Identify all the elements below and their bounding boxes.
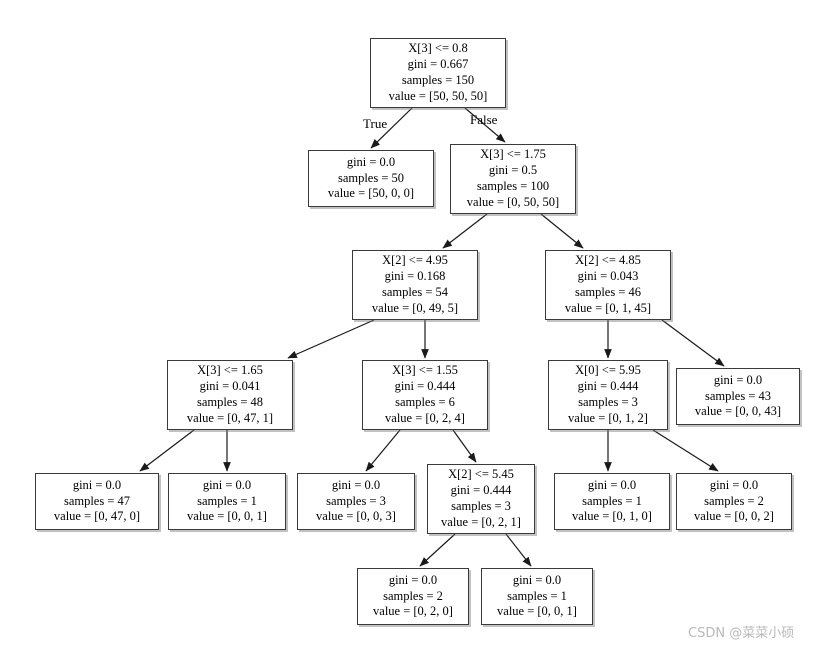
branch-label-false: False xyxy=(470,112,498,127)
node-line: X[2] <= 4.95 xyxy=(382,253,448,268)
node-line: samples = 1 xyxy=(507,588,567,603)
node-line: value = [0, 2, 1] xyxy=(441,514,521,529)
node-line: X[3] <= 1.75 xyxy=(480,147,546,162)
node-line: gini = 0.444 xyxy=(577,379,639,394)
node-line: value = [0, 50, 50] xyxy=(466,194,560,209)
node-line: value = [0, 0, 43] xyxy=(694,404,782,419)
node-line: value = [0, 0, 1] xyxy=(497,604,577,619)
node-line: gini = 0.0 xyxy=(388,572,438,587)
edge-n12-to-n16 xyxy=(505,533,532,567)
node-line: X[3] <= 1.65 xyxy=(197,363,263,378)
node-line: X[2] <= 4.85 xyxy=(575,253,641,268)
node-line: X[2] <= 5.45 xyxy=(448,467,514,482)
node-line: samples = 46 xyxy=(574,285,642,299)
node-line: samples = 48 xyxy=(196,395,264,409)
edge-n5-to-n9 xyxy=(139,429,195,472)
node-line: value = [0, 47, 1] xyxy=(186,410,274,425)
node-line: gini = 0.0 xyxy=(512,572,562,587)
node-line: gini = 0.0 xyxy=(331,477,381,492)
node-line: gini = 0.444 xyxy=(394,379,456,394)
node-line: value = [0, 1, 45] xyxy=(564,300,652,315)
edge-n3-to-n5 xyxy=(287,319,375,359)
edge-n7-to-n14 xyxy=(652,429,719,472)
edge-n2-to-n4 xyxy=(540,213,584,249)
node-line: samples = 3 xyxy=(326,493,386,508)
node-line: samples = 3 xyxy=(451,499,511,513)
edge-n12-to-n15 xyxy=(419,533,456,567)
edge-n2-to-n3 xyxy=(442,213,488,249)
node-line: gini = 0.5 xyxy=(488,163,538,178)
node-line: X[3] <= 1.55 xyxy=(392,363,458,378)
node-line: X[3] <= 0.8 xyxy=(408,41,468,56)
node-line: value = [0, 2, 4] xyxy=(385,410,465,425)
node-line: X[0] <= 5.95 xyxy=(575,363,641,378)
node-line: gini = 0.0 xyxy=(587,477,637,492)
node-line: value = [50, 0, 0] xyxy=(327,186,415,201)
branch-label-true: True xyxy=(363,116,388,131)
node-line: value = [0, 1, 2] xyxy=(568,410,648,425)
node-line: gini = 0.0 xyxy=(709,477,759,492)
edge-n6-to-n12 xyxy=(452,429,477,463)
node-line: value = [0, 2, 0] xyxy=(373,604,453,619)
edge-n6-to-n11 xyxy=(365,429,401,472)
edge-n4-to-n8 xyxy=(661,319,725,367)
node-line: value = [50, 50, 50] xyxy=(388,88,488,103)
node-line: value = [0, 47, 0] xyxy=(53,509,141,524)
node-line: samples = 50 xyxy=(337,170,405,185)
node-line: samples = 6 xyxy=(395,395,455,409)
node-line: samples = 2 xyxy=(383,588,443,603)
node-line: gini = 0.168 xyxy=(384,269,446,284)
node-line: samples = 2 xyxy=(704,493,764,508)
node-line: samples = 100 xyxy=(476,179,550,193)
node-line: samples = 150 xyxy=(401,73,475,87)
node-line: gini = 0.0 xyxy=(346,154,396,169)
node-line: gini = 0.667 xyxy=(407,57,469,72)
node-line: gini = 0.0 xyxy=(713,372,763,387)
node-line: value = [0, 0, 1] xyxy=(187,509,267,524)
node-line: gini = 0.0 xyxy=(202,477,252,492)
node-line: gini = 0.041 xyxy=(199,379,261,394)
node-line: value = [0, 0, 3] xyxy=(316,509,396,524)
node-line: samples = 47 xyxy=(63,493,131,508)
node-line: samples = 54 xyxy=(381,285,449,299)
node-line: samples = 3 xyxy=(578,395,638,409)
node-line: value = [0, 49, 5] xyxy=(371,300,459,315)
node-line: samples = 1 xyxy=(582,493,642,508)
node-line: gini = 0.043 xyxy=(577,269,639,284)
node-line: value = [0, 0, 2] xyxy=(694,509,774,524)
node-line: value = [0, 1, 0] xyxy=(572,509,652,524)
watermark: CSDN @菜菜小硕 xyxy=(688,626,795,641)
node-line: samples = 43 xyxy=(704,388,772,403)
node-line: samples = 1 xyxy=(197,493,257,508)
node-line: gini = 0.444 xyxy=(450,483,512,498)
node-line: gini = 0.0 xyxy=(72,477,122,492)
